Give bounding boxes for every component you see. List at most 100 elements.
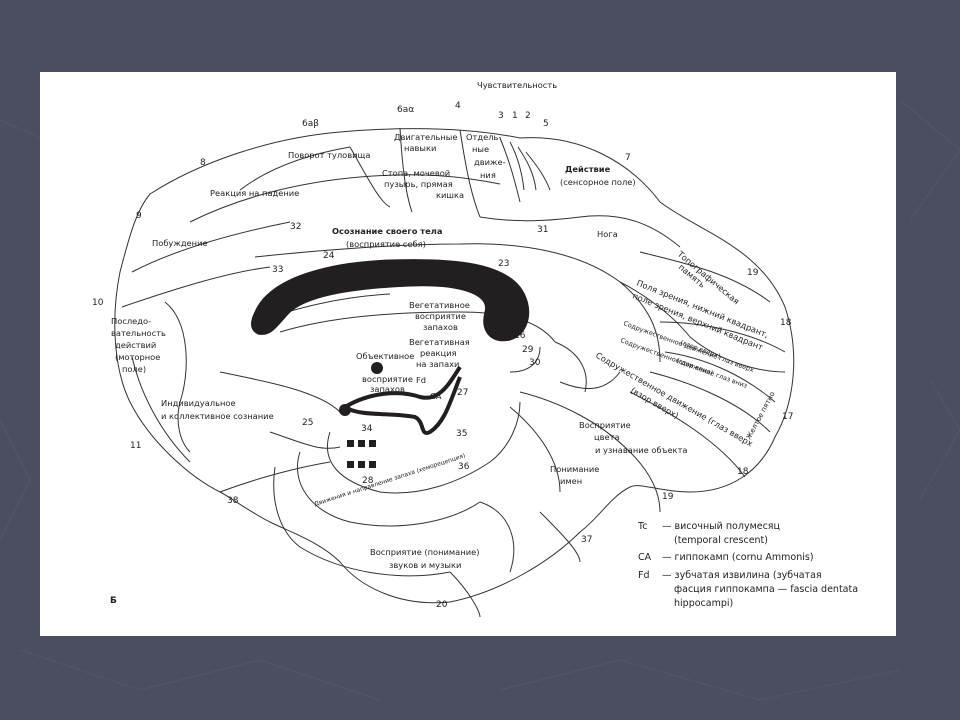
legend-text-fd-1: — зубчатая извилина (зубчатая bbox=[662, 570, 822, 581]
label-ca: CA bbox=[430, 391, 442, 401]
area-6ab: 6aβ bbox=[302, 119, 319, 129]
area-3: 3 bbox=[498, 111, 504, 121]
label-fd: Fd bbox=[416, 375, 426, 385]
legend-abbr-tc: Tc bbox=[637, 521, 647, 532]
square-markers bbox=[347, 440, 376, 468]
label-foot-2: пузырь, прямая bbox=[384, 179, 453, 189]
area-27: 27 bbox=[457, 388, 468, 398]
hemisphere-outline bbox=[114, 128, 795, 604]
area-17: 17 bbox=[782, 412, 793, 422]
label-veg-perception-2: восприятие bbox=[415, 311, 466, 321]
legend-text-fd-3: hippocampi) bbox=[674, 598, 733, 609]
area-32: 32 bbox=[290, 222, 301, 232]
area-20: 20 bbox=[436, 600, 448, 610]
area-2: 2 bbox=[525, 111, 531, 121]
panel-letter: Б bbox=[110, 596, 117, 606]
label-motor-skills-2: навыки bbox=[404, 143, 436, 153]
area-7: 7 bbox=[625, 153, 631, 163]
legend-abbr-ca: CA bbox=[638, 552, 652, 563]
area-8: 8 bbox=[200, 158, 206, 168]
area-10: 10 bbox=[92, 298, 104, 308]
label-separate-4: ния bbox=[480, 170, 496, 180]
label-individual-1: Индивидуальное bbox=[161, 398, 236, 408]
brain-map-figure: 6aβ 6aα 4 3 1 2 5 7 8 9 10 11 32 31 33 2… bbox=[40, 72, 896, 636]
label-objective-2: восприятие bbox=[362, 374, 413, 384]
label-color-2: цвета bbox=[594, 432, 620, 442]
area-38: 38 bbox=[227, 496, 239, 506]
dot-marker-2 bbox=[339, 404, 351, 416]
label-macula: Желтое пятно bbox=[745, 390, 777, 440]
label-separate-1: Отдель- bbox=[466, 132, 501, 142]
area-34: 34 bbox=[361, 424, 373, 434]
area-11: 11 bbox=[130, 441, 141, 451]
legend-abbr-fd: Fd bbox=[638, 570, 650, 581]
label-motor-skills-1: Двигательные bbox=[394, 132, 457, 142]
area-37: 37 bbox=[581, 535, 592, 545]
area-30: 30 bbox=[529, 358, 541, 368]
area-35: 35 bbox=[456, 429, 467, 439]
label-fall-reaction: Реакция на падение bbox=[210, 188, 299, 198]
area-33: 33 bbox=[272, 265, 283, 275]
label-veg-perception-3: запахов bbox=[423, 322, 458, 332]
fornix bbox=[343, 365, 462, 409]
label-motivation: Побуждение bbox=[152, 238, 208, 248]
label-veg-perception-1: Вегетативное bbox=[409, 300, 470, 310]
area-31: 31 bbox=[537, 225, 548, 235]
label-color-3: и узнавание объекта bbox=[595, 445, 687, 455]
area-19-bottom: 19 bbox=[662, 492, 674, 502]
label-veg-reaction-2: реакция bbox=[420, 348, 457, 358]
label-separate-3: движе- bbox=[474, 157, 506, 167]
area-29: 29 bbox=[522, 345, 534, 355]
label-color-1: Восприятие bbox=[579, 420, 631, 430]
label-sound-2: звуков и музыки bbox=[389, 560, 461, 570]
label-objective-3: запахов bbox=[370, 384, 405, 394]
legend-text-tc-2: (temporal crescent) bbox=[674, 535, 768, 546]
label-foot-1: Стопа, мочевой bbox=[382, 168, 450, 178]
dot-marker bbox=[371, 362, 383, 374]
label-individual-2: и коллективное сознание bbox=[161, 411, 274, 421]
brain-diagram: 6aβ 6aα 4 3 1 2 5 7 8 9 10 11 32 31 33 2… bbox=[92, 80, 858, 618]
label-eye-down-2: (взор вниз) bbox=[675, 356, 714, 377]
label-sensitivity: Чувствительность bbox=[477, 80, 557, 90]
area-1: 1 bbox=[512, 111, 518, 121]
area-9: 9 bbox=[136, 211, 142, 221]
area-24: 24 bbox=[323, 251, 335, 261]
label-sequence-1: Последо- bbox=[111, 316, 151, 326]
area-23: 23 bbox=[498, 259, 509, 269]
label-names-1: Понимание bbox=[550, 464, 599, 474]
area-25: 25 bbox=[302, 418, 313, 428]
label-leg: Нога bbox=[597, 229, 618, 239]
legend: Tc — височный полумесяц (temporal cresce… bbox=[637, 521, 858, 609]
area-5: 5 bbox=[543, 119, 549, 129]
corpus-callosum bbox=[251, 259, 530, 342]
label-sequence-5: поле) bbox=[122, 364, 146, 374]
label-objective-1: Объективное bbox=[356, 351, 414, 361]
label-veg-reaction-3: на запахи bbox=[416, 359, 459, 369]
label-sensory-field: (сенсорное поле) bbox=[560, 177, 636, 187]
area-19-top: 19 bbox=[747, 268, 759, 278]
label-sequence-2: вательность bbox=[111, 328, 166, 338]
label-foot-3: кишка bbox=[436, 190, 464, 200]
legend-text-tc-1: — височный полумесяц bbox=[662, 521, 781, 532]
label-smell-direction: Движения и направление запаха (хеморецеп… bbox=[313, 452, 466, 508]
legend-text-fd-2: фасция гиппокампа — fascia dentata bbox=[674, 584, 858, 595]
area-26: 26 bbox=[514, 331, 526, 341]
legend-text-ca: — гиппокамп (cornu Ammonis) bbox=[662, 552, 814, 563]
area-4: 4 bbox=[455, 101, 461, 111]
label-trunk-rotation: Поворот туловища bbox=[288, 150, 370, 160]
area-36: 36 bbox=[458, 462, 470, 472]
area-28: 28 bbox=[362, 476, 374, 486]
label-sequence-4: (моторное bbox=[115, 352, 160, 362]
label-self-perception: (восприятие себя) bbox=[346, 239, 426, 249]
label-sequence-3: действий bbox=[115, 340, 156, 350]
area-18-top: 18 bbox=[780, 318, 792, 328]
label-sound-1: Восприятие (понимание) bbox=[370, 547, 479, 557]
label-veg-reaction-1: Вегетативная bbox=[409, 337, 470, 347]
hippocampus bbox=[343, 376, 462, 435]
label-action: Действие bbox=[565, 164, 611, 174]
label-names-2: имен bbox=[560, 476, 582, 486]
area-18-bottom: 18 bbox=[737, 467, 749, 477]
label-body-awareness: Осознание своего тела bbox=[332, 226, 442, 236]
area-6ac: 6aα bbox=[397, 105, 414, 115]
label-separate-2: ные bbox=[472, 144, 489, 154]
